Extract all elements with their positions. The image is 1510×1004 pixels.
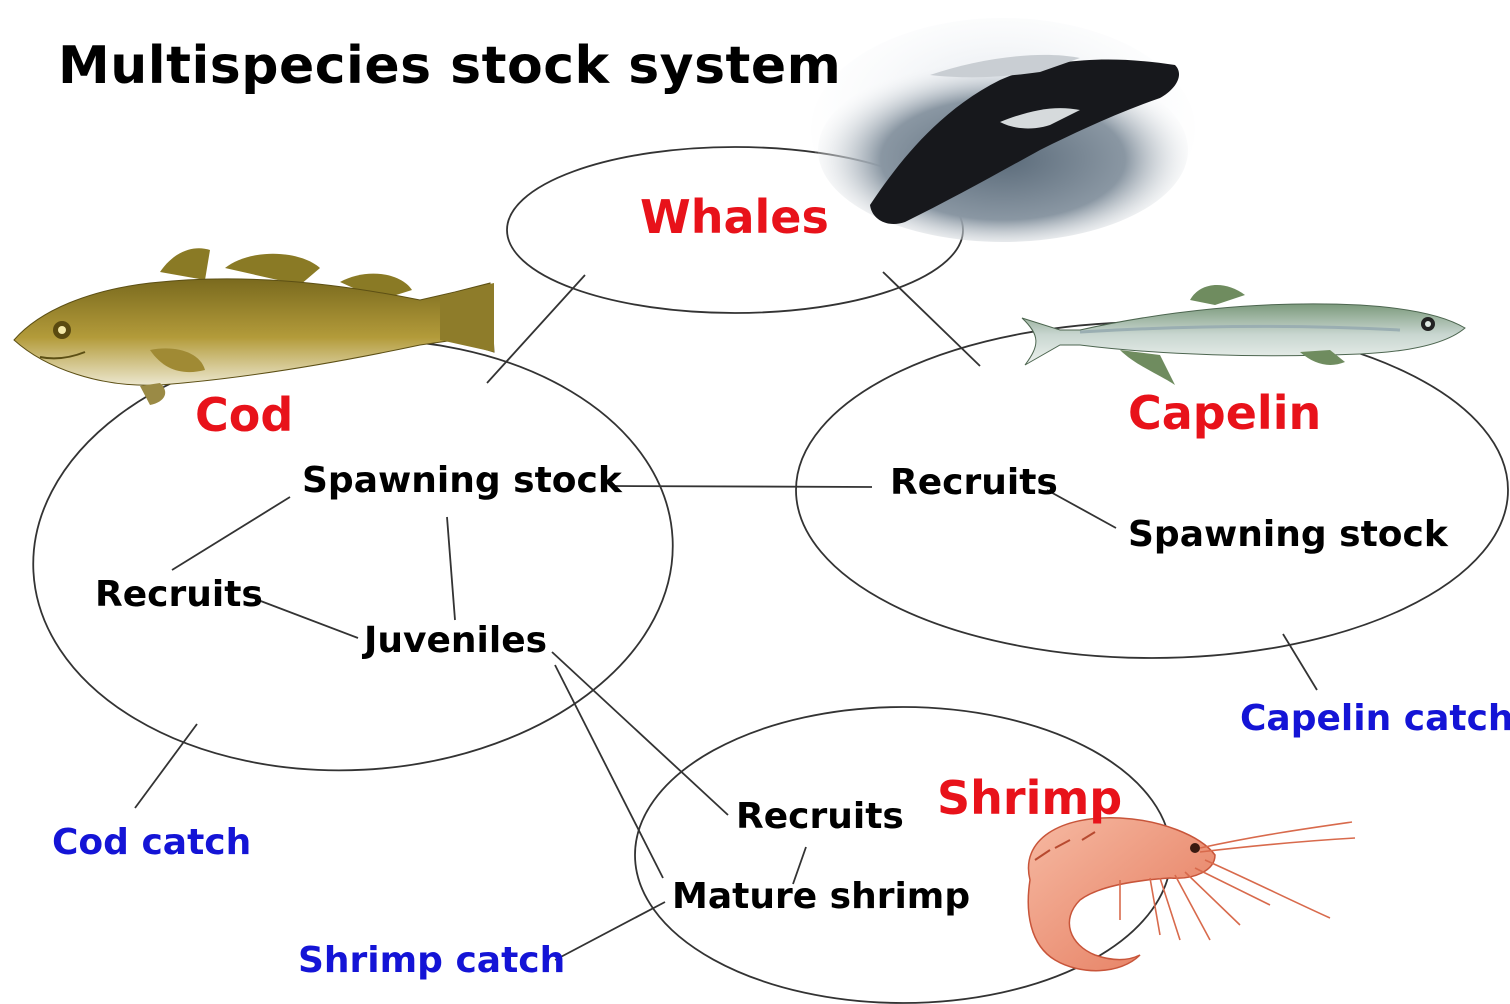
mature-shrimp-label: Mature shrimp — [672, 876, 970, 917]
link-cod-spawning-capelin-recruits — [612, 486, 872, 487]
link-whales-capelin — [883, 272, 980, 366]
cod-recruits-label: Recruits — [95, 574, 263, 615]
whales-label: Whales — [640, 190, 829, 244]
capelin-recruits-label: Recruits — [890, 462, 1058, 503]
capelin-fish-image — [1022, 285, 1465, 385]
shrimp-image — [1028, 818, 1355, 971]
link-cod-catch — [135, 724, 197, 808]
shrimp-label: Shrimp — [937, 771, 1122, 825]
link-juveniles-mature-shrimp — [555, 665, 663, 878]
diagram-title: Multispecies stock system — [58, 36, 841, 96]
link-cod-recruits-juveniles — [258, 600, 358, 638]
cod-catch-label: Cod catch — [52, 822, 251, 863]
shrimp-recruits-label: Recruits — [736, 796, 904, 837]
cod-fish-image — [14, 248, 494, 405]
capelin-label: Capelin — [1128, 386, 1321, 440]
link-whales-cod — [487, 275, 585, 383]
link-juveniles-shrimp-recruits — [552, 652, 728, 815]
link-cod-spawning-recruits — [172, 497, 290, 570]
cod-juveniles-label: Juveniles — [364, 620, 547, 661]
link-cod-spawning-juveniles — [447, 517, 455, 620]
cod-ellipse — [22, 324, 684, 787]
whale-image — [811, 18, 1195, 242]
capelin-spawning-stock-label: Spawning stock — [1128, 514, 1448, 555]
link-shrimp-catch — [555, 902, 665, 960]
capelin-catch-label: Capelin catch — [1240, 698, 1510, 739]
cod-spawning-stock-label: Spawning stock — [302, 460, 622, 501]
cod-label: Cod — [195, 388, 293, 442]
shrimp-catch-label: Shrimp catch — [298, 940, 565, 981]
